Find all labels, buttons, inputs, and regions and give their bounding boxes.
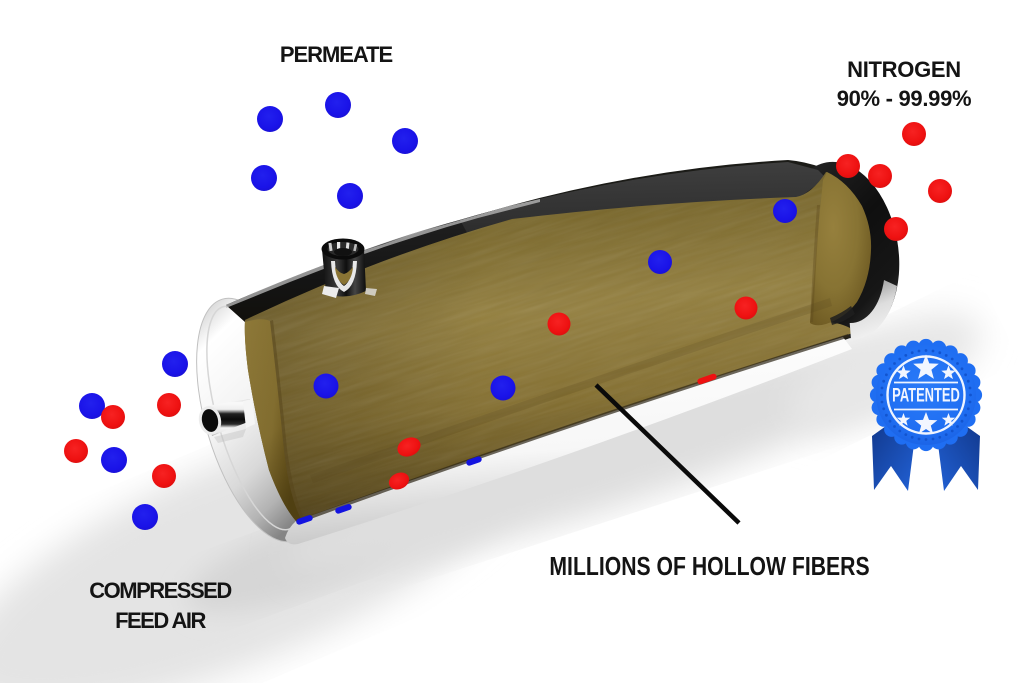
svg-text:PATENTED: PATENTED — [892, 385, 960, 406]
